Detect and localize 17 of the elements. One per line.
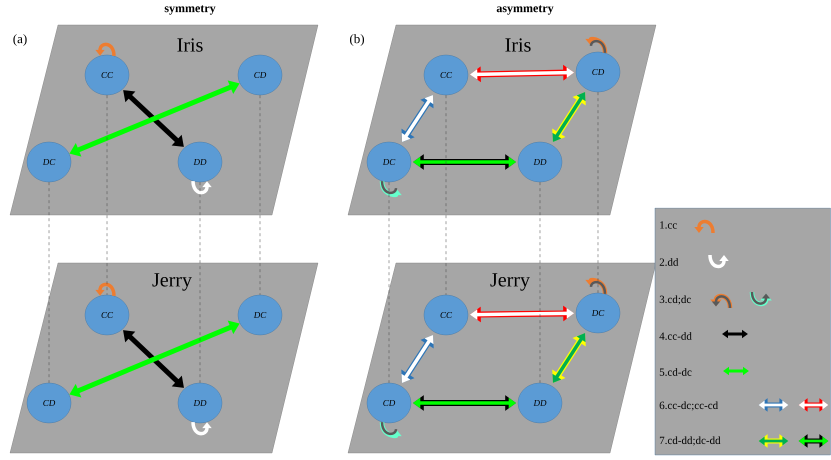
legend-text: 5.cd-dc bbox=[660, 368, 692, 376]
double-arrow bbox=[123, 90, 184, 147]
legend-text: 2.dd bbox=[660, 258, 678, 266]
panel-label: (a) bbox=[13, 34, 27, 46]
double-arrow bbox=[401, 335, 434, 383]
dashed-line bbox=[106, 94, 108, 296]
double-arrow bbox=[123, 330, 184, 388]
panel-title: asymmetry bbox=[496, 5, 554, 15]
dashed-line bbox=[388, 182, 390, 384]
legend-text: 6.cc-dc;cc-cd bbox=[660, 401, 718, 411]
dashed-line bbox=[48, 182, 50, 384]
legend-text: 1.cc bbox=[660, 221, 677, 229]
legend-text: 4.cc-dd bbox=[659, 332, 692, 340]
panel-title: symmetry bbox=[164, 5, 216, 15]
legend-text: 3.cd;dc bbox=[660, 295, 691, 305]
panel-label: (b) bbox=[350, 34, 364, 46]
legend-text: 7.cd-dd;dc-dd bbox=[660, 436, 720, 446]
